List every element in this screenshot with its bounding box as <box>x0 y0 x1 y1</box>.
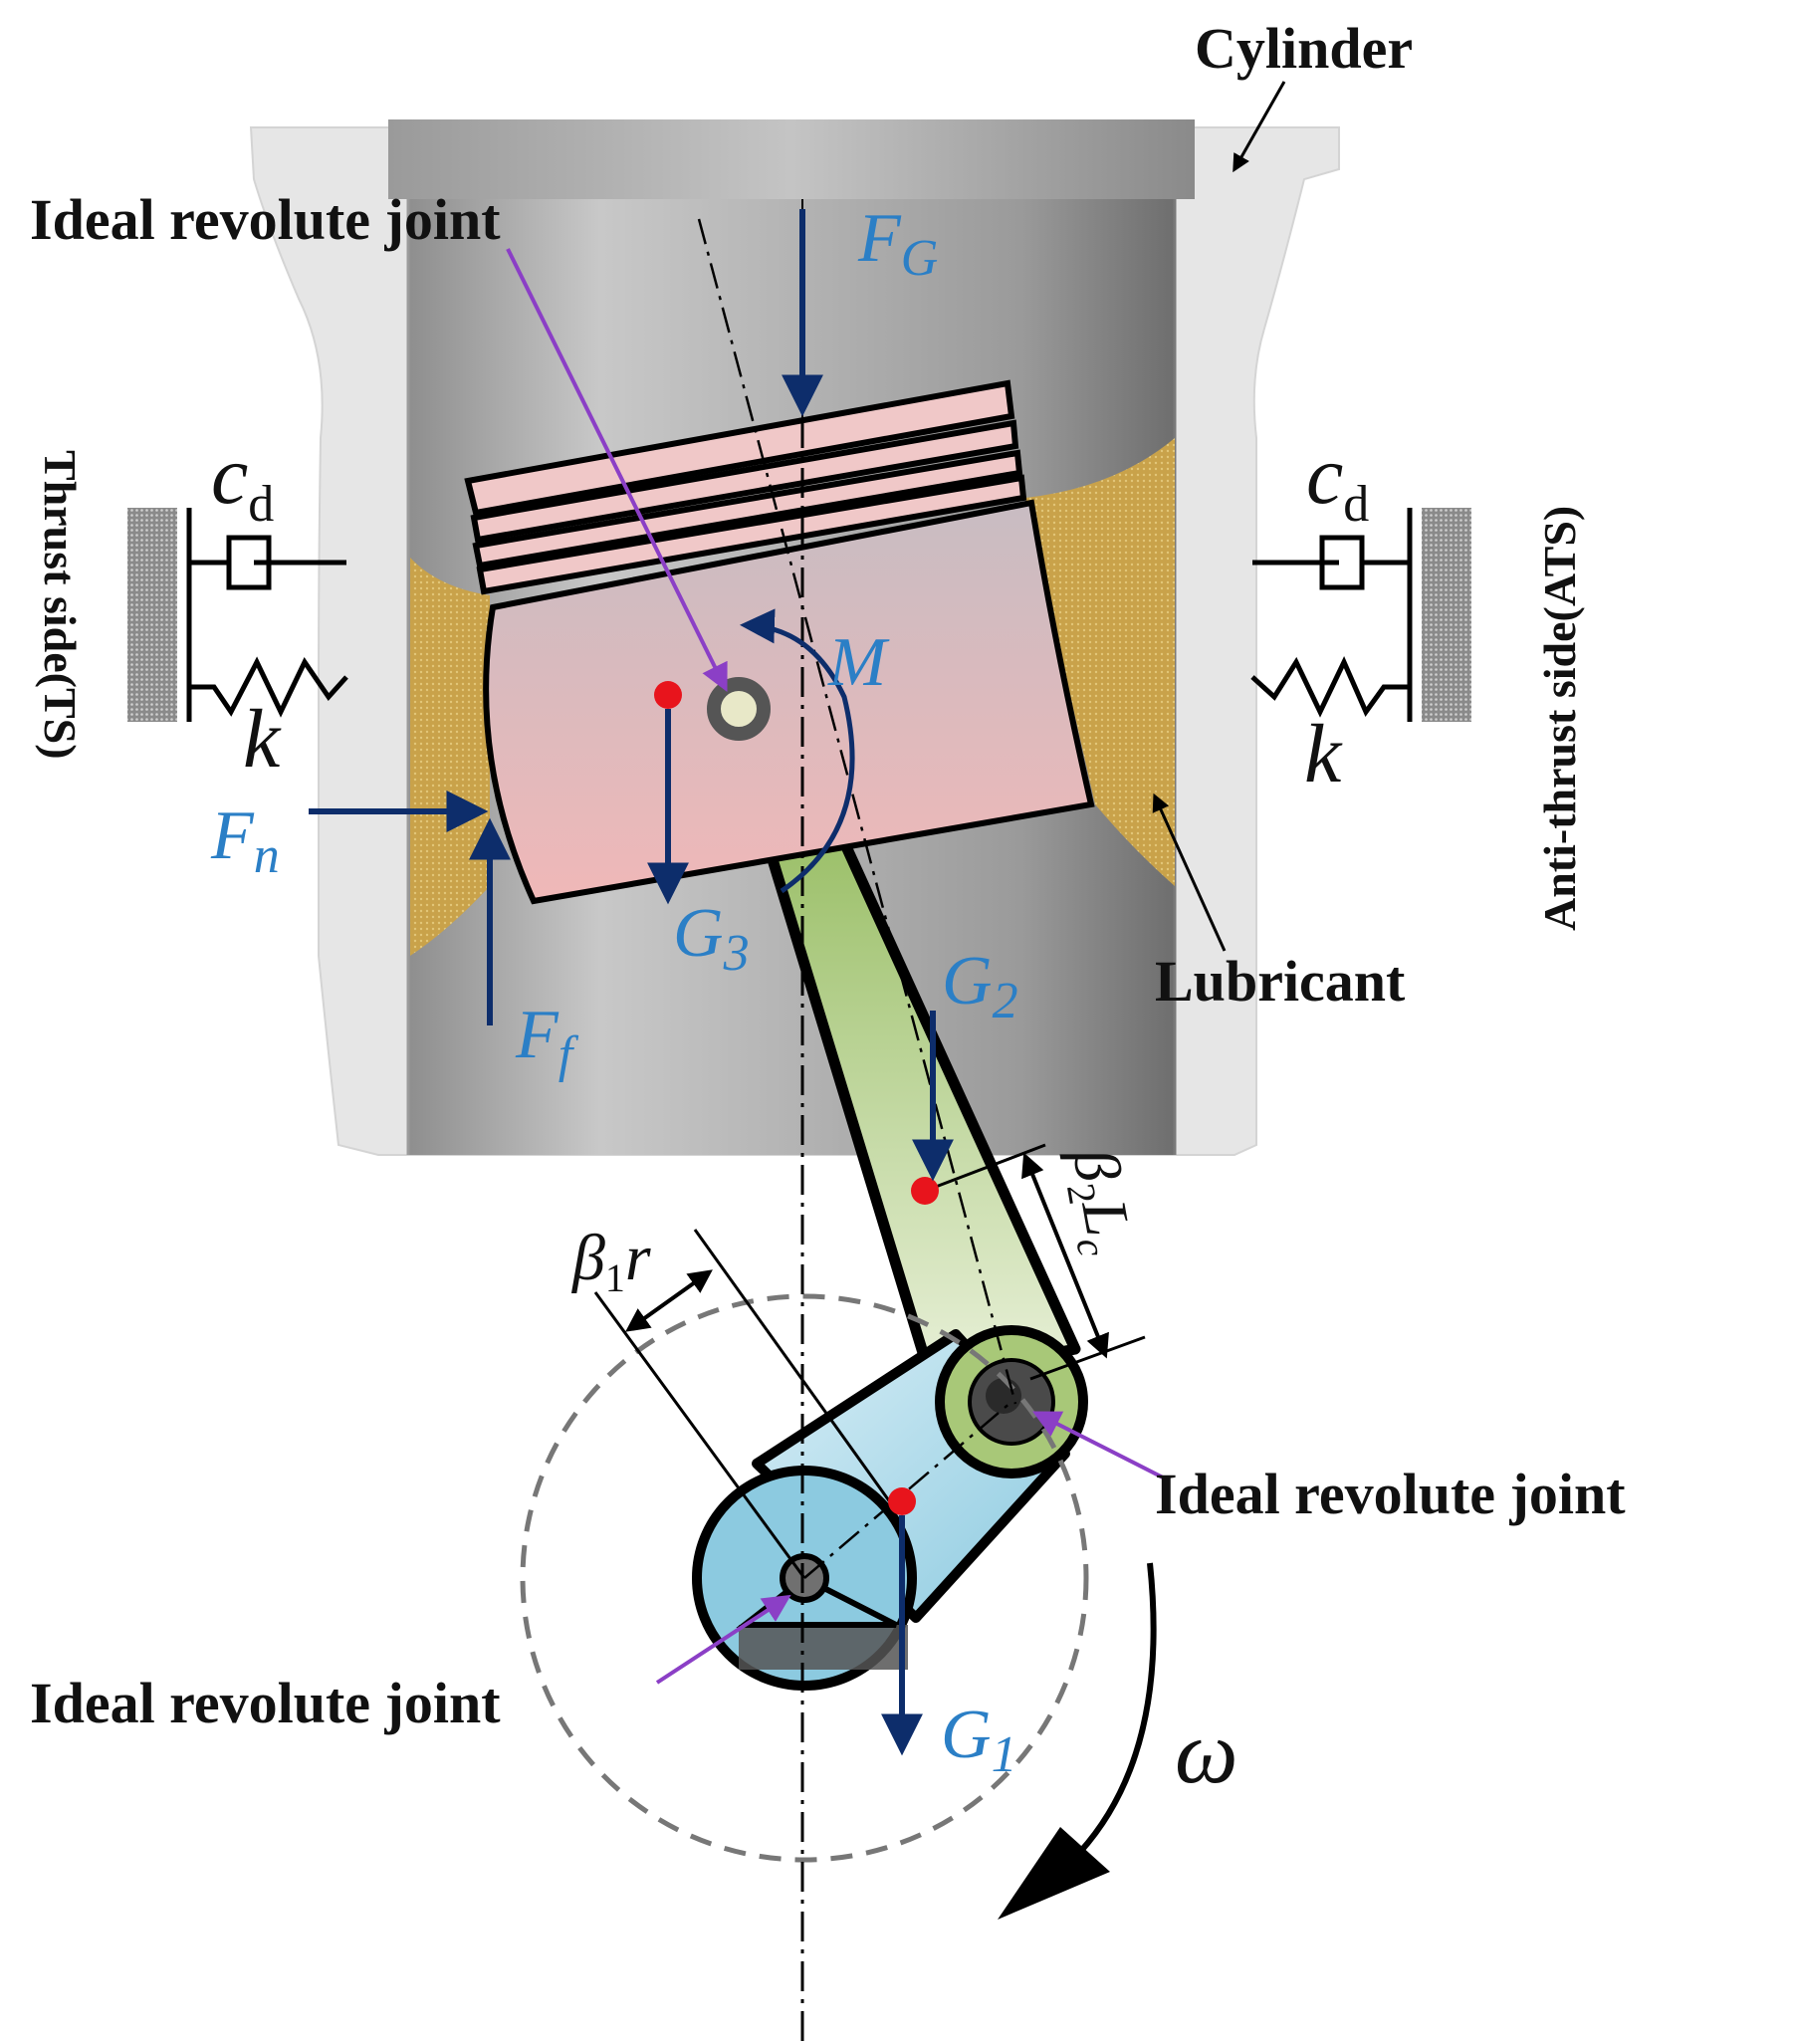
symbol-FG: FG <box>857 200 938 287</box>
symbol-Fn: Fn <box>210 797 280 884</box>
com-rod <box>911 1177 939 1205</box>
cylinder-flange <box>388 119 1195 199</box>
symbol-G1: G1 <box>941 1697 1017 1783</box>
symbol-cd-left: cd <box>211 429 274 533</box>
lubricant-right <box>1025 438 1175 886</box>
rod-axis <box>697 218 1017 1405</box>
com-crank <box>888 1487 916 1515</box>
piston <box>464 379 1095 905</box>
symbol-cd-right: cd <box>1306 429 1369 533</box>
pointer-lubricant <box>1152 793 1227 952</box>
dimension-beta2Lc <box>927 1143 1146 1381</box>
spring-right <box>1250 656 1410 718</box>
symbol-omega: ω <box>1175 1703 1238 1802</box>
com-piston <box>654 681 682 709</box>
moment-M-arrow <box>740 608 855 894</box>
label-joint-right: Ideal revolute joint <box>1155 1462 1626 1526</box>
crank-support-base <box>739 1625 908 1670</box>
pointer-joint-bottom <box>655 1594 791 1685</box>
pointer-joint-right <box>1032 1411 1166 1480</box>
support-right <box>1250 508 1471 722</box>
dimension-beta1r <box>593 1229 900 1579</box>
spring-left <box>189 656 348 718</box>
support-left <box>127 508 348 722</box>
label-thrust-side: Thrust side(TS) <box>35 450 86 760</box>
symbol-M: M <box>827 624 890 701</box>
ring-1 <box>464 379 1015 517</box>
ground-hatch-left <box>127 508 177 722</box>
symbol-k-left: k <box>243 693 282 786</box>
omega-arrow <box>1077 1562 1157 1855</box>
label-joint-bottom: Ideal revolute joint <box>30 1671 501 1735</box>
lubricant-left <box>410 558 490 956</box>
pointer-joint-top <box>506 248 728 693</box>
ring-3 <box>472 449 1023 569</box>
pointer-cylinder <box>1233 81 1286 173</box>
symbol-G3: G3 <box>673 895 750 982</box>
label-lubricant: Lubricant <box>1155 949 1406 1014</box>
piston-skirt <box>483 499 1095 905</box>
symbol-k-right: k <box>1304 708 1343 800</box>
ground-hatch-right <box>1422 508 1471 722</box>
label-joint-top: Ideal revolute joint <box>30 187 501 252</box>
piston-pin <box>707 677 771 741</box>
ring-4 <box>476 474 1027 595</box>
omega-arrowhead <box>998 1827 1110 1920</box>
symbol-G2: G2 <box>942 943 1018 1029</box>
symbol-beta2Lc: β2Lc <box>1052 1141 1147 1259</box>
label-anti-thrust-side: Anti-thrust side(ATS) <box>1534 506 1585 931</box>
symbol-beta1r: β1r <box>570 1222 651 1300</box>
label-cylinder: Cylinder <box>1195 16 1413 81</box>
crank-path-circle <box>520 1293 1089 1863</box>
ring-2 <box>470 419 1019 544</box>
